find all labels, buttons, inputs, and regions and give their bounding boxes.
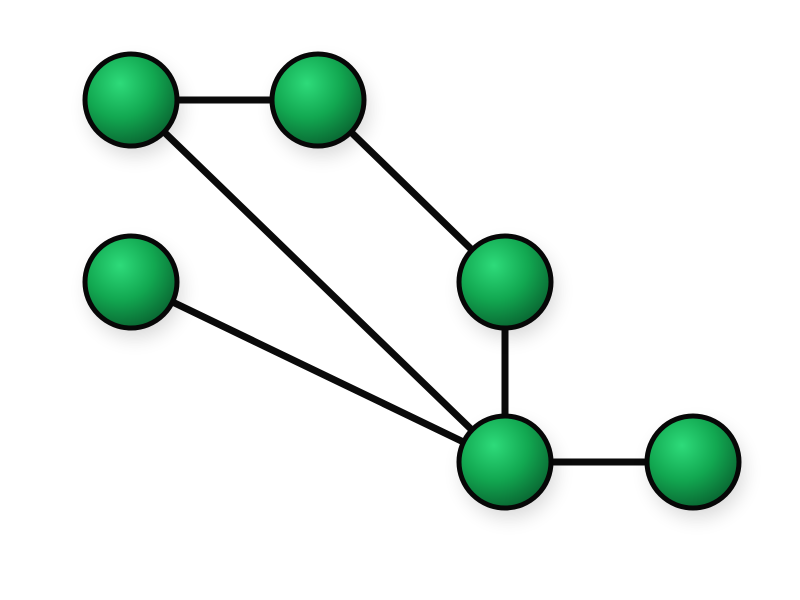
node-n5 bbox=[456, 413, 555, 517]
node-circle bbox=[269, 51, 367, 149]
node-n6 bbox=[644, 413, 743, 517]
edge-n1-n5 bbox=[128, 97, 508, 465]
node-circle bbox=[82, 51, 180, 149]
nodes-layer bbox=[82, 51, 743, 517]
node-n3 bbox=[82, 233, 181, 337]
node-n1 bbox=[82, 51, 181, 155]
node-n4 bbox=[456, 233, 555, 337]
node-circle bbox=[82, 233, 180, 331]
node-circle bbox=[644, 413, 742, 511]
node-n2 bbox=[269, 51, 368, 155]
edge-n3-n5 bbox=[129, 278, 507, 466]
node-circle bbox=[456, 233, 554, 331]
edges-layer bbox=[128, 96, 693, 466]
node-circle bbox=[456, 413, 554, 511]
